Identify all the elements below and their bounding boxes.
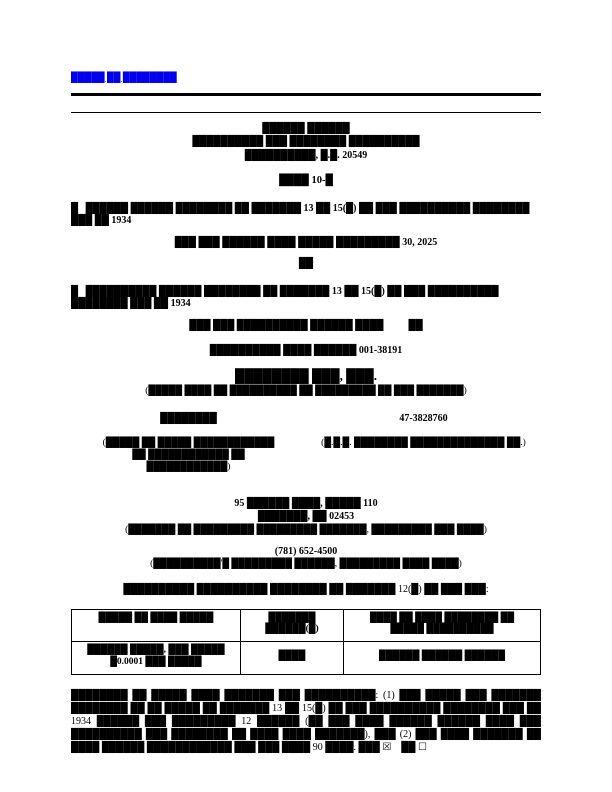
address-caption: (███████ ██ █████████ █████████ ███████,… — [125, 524, 487, 535]
table-of-contents-link[interactable]: █████ ██ ████████ — [71, 73, 177, 83]
company-name-caption: (█████ ████ ██ ██████████ ██ █████████ █… — [145, 385, 467, 396]
securities-table: █████ ██ ████ █████ ███████ ██████(█) ██… — [71, 608, 541, 676]
transition-period-line: ███ ███ ██████████ ██████ ████ ██ — [189, 319, 423, 331]
header-commission-address: ██████████, █.█. 20549 — [244, 149, 368, 161]
state-of-incorporation-caption: (█████ ██ █████ ████████████ ██ ████████… — [102, 438, 275, 472]
or-separator: ██ — [298, 258, 314, 269]
cell-exchange-name: ██████ ██████ ██████ — [343, 641, 541, 675]
securities-registered-line: ██████████ ██████████ ████████ ██ ██████… — [123, 584, 489, 595]
ein-column: 47-3828760 (█.█.█. ████████ ████████████… — [306, 413, 541, 474]
address-line-1: 95 ██████ ████, █████ 110 — [234, 497, 378, 509]
column-header-trading-symbol: ███████ ██████(█) — [239, 608, 345, 643]
document-page: █████ ██ ████████ ██████ ██████ ████████… — [71, 73, 541, 753]
annual-report-paragraph: █ ██████ ██████ ████████ ██ ███████ 13 █… — [71, 202, 530, 227]
irs-employer-id-caption: (█.█.█. ████████ ██████████████ ██.) — [321, 438, 526, 449]
check-mark-filing-paragraph: ████████ ██ █████ ████ ███████ ███ █████… — [71, 690, 541, 753]
column-header-title-of-class: █████ ██ ████ █████ — [71, 608, 241, 643]
incorporation-ein-row: ████████ (█████ ██ █████ ████████████ ██… — [71, 413, 541, 474]
column-header-exchange-name: ████ ██ ████ ████████ ██ █████ █████████… — [343, 608, 541, 643]
header-commission-name: ██████████ ███ ████████ ██████████ — [192, 136, 420, 148]
securities-table-header-row: █████ ██ ████ █████ ███████ ██████(█) ██… — [71, 608, 541, 643]
company-name: ████████ ███, ███. — [235, 367, 377, 383]
phone-number-caption: (██████████'█ █████████ ██████, ████████… — [150, 559, 462, 570]
commission-file-number: ██████████ ████ ██████ 001-38191 — [209, 345, 403, 356]
fiscal-year-line: ███ ███ ██████ ████ █████ █████████ 30, … — [174, 236, 438, 248]
incorporation-column: ████████ (█████ ██ █████ ████████████ ██… — [71, 413, 306, 474]
cell-trading-symbol: ████ — [239, 641, 345, 675]
divider-thin — [71, 111, 541, 113]
state-of-incorporation: ████████ — [160, 412, 217, 424]
header-united-states: ██████ ██████ — [262, 122, 350, 134]
irs-employer-id: 47-3828760 — [399, 412, 448, 424]
transition-report-paragraph: █ ██████████ ██████ ████████ ██ ███████ … — [71, 285, 499, 310]
form-title: ████ 10-█ — [279, 175, 333, 187]
phone-number: (781) 652-4500 — [274, 545, 338, 557]
cell-class-title: ██████ █████, ███ █████ █0.0001 ███ ████… — [71, 641, 241, 675]
table-row: ██████ █████, ███ █████ █0.0001 ███ ████… — [71, 641, 541, 675]
address-line-2: ███████, ██ 02453 — [257, 511, 355, 523]
divider-thick — [71, 92, 541, 96]
